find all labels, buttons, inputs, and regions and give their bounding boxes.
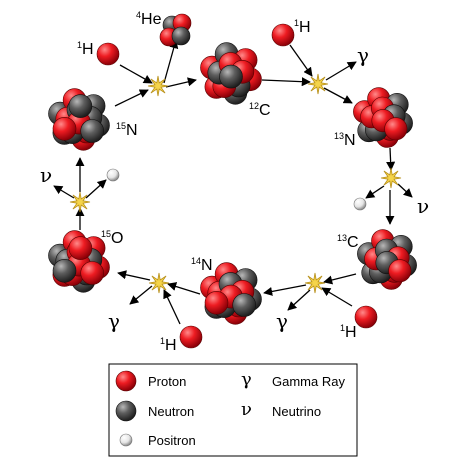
flash-2	[307, 73, 329, 95]
arrow-n15-to-flash1	[114, 89, 149, 107]
reaction-flashes	[69, 73, 402, 294]
gamma-symbol-3: γ	[108, 309, 120, 333]
proton-ball	[68, 236, 93, 260]
arrow-h1-to-flash4	[321, 287, 353, 307]
nucleus-c13	[357, 229, 417, 290]
flash-star-icon	[304, 272, 326, 294]
positron-2	[106, 168, 120, 182]
arrow-n13-to-flash3	[386, 147, 396, 171]
label-c13: 13C	[337, 233, 359, 251]
neutrino-symbol-1: ν	[417, 194, 429, 218]
flash-3	[380, 167, 402, 189]
legend-neutron-label: Neutron	[148, 404, 194, 419]
legend-proton-label: Proton	[148, 374, 186, 389]
arrow-h1-to-flash1	[119, 64, 153, 84]
label-h1-top: 1H	[77, 40, 94, 58]
legend-box	[108, 363, 358, 457]
proton-h1-bottom	[179, 325, 203, 349]
arrow-flash4-gamma	[287, 289, 311, 311]
legend-proton-swatch	[115, 370, 137, 392]
flash-6	[69, 191, 91, 213]
nucleus-n14	[200, 262, 262, 325]
reaction-arrows	[53, 39, 413, 325]
flash-star-icon	[147, 75, 169, 97]
nucleus-c12	[200, 42, 262, 105]
free-protons	[96, 23, 378, 349]
proton-ball	[384, 117, 408, 141]
legend: Proton Neutron Positron γ Gamma Ray ν Ne…	[108, 363, 358, 457]
arrow-flash6-positron	[85, 179, 107, 199]
label-h1-right: 1H	[340, 323, 357, 341]
neutron-ball	[80, 119, 104, 143]
gamma-symbol-2: γ	[276, 309, 288, 333]
label-he4: 4He	[136, 10, 162, 28]
arrow-flash4-to-n14	[263, 284, 307, 296]
arrow-h1-to-flash5	[163, 289, 181, 325]
positron-1	[353, 197, 367, 211]
proton-ball	[52, 117, 77, 141]
arrow-flash5-gamma	[129, 285, 153, 305]
flash-star-icon	[69, 191, 91, 213]
label-h1-topright: 1H	[294, 18, 311, 36]
neutron-ball	[68, 94, 93, 118]
positrons	[106, 168, 367, 211]
neutron-ball	[232, 293, 256, 317]
nucleus-n15	[48, 88, 110, 151]
arrow-flash1-to-c12	[165, 77, 197, 88]
arrow-c13-to-flash4	[323, 273, 357, 285]
label-h1-bottom: 1H	[160, 336, 177, 354]
arrow-flash5-to-o15	[117, 270, 151, 281]
flash-star-icon	[380, 167, 402, 189]
proton-ball	[204, 290, 229, 315]
proton-h1-top	[96, 42, 120, 66]
flash-star-icon	[307, 73, 329, 95]
legend-gamma-label: Gamma Ray	[272, 374, 345, 389]
legend-neutron-swatch	[115, 400, 137, 422]
legend-neutrino-symbol: ν	[241, 399, 252, 420]
arrow-h1-to-flash2	[289, 44, 313, 77]
label-n14: 14N	[191, 256, 213, 274]
gamma-symbol-1: γ	[357, 43, 369, 67]
neutrino-symbol-2: ν	[40, 163, 52, 187]
arrow-flash6-neutrino	[53, 185, 75, 199]
nucleus-he4	[159, 13, 192, 47]
label-n15: 15N	[116, 121, 138, 139]
legend-positron-swatch	[119, 433, 133, 447]
arrow-flash1-to-he4	[163, 39, 179, 84]
proton-h1-topright	[271, 23, 295, 47]
neutron-ball	[52, 258, 77, 283]
arrow-c12-to-flash2	[261, 77, 311, 87]
arrow-flash2-gamma	[325, 61, 357, 81]
proton-ball	[388, 259, 412, 283]
neutron-ball	[171, 26, 191, 46]
flash-4	[304, 272, 326, 294]
label-n13: 13N	[334, 131, 356, 149]
neutron-ball	[219, 64, 243, 89]
nucleus-n13	[353, 87, 413, 148]
legend-gamma-symbol: γ	[241, 369, 252, 390]
legend-positron-label: Positron	[148, 433, 196, 448]
arrow-flash3-positron	[365, 185, 385, 199]
flash-star-icon	[148, 272, 170, 294]
label-o15: 15O	[101, 229, 123, 247]
proton-h1-right	[354, 305, 378, 329]
nuclei	[48, 13, 417, 349]
flash-5	[148, 272, 170, 294]
arrow-flash2-to-n13	[323, 87, 353, 104]
proton-ball	[80, 261, 104, 285]
legend-neutrino-label: Neutrino	[272, 404, 321, 419]
label-c12: 12C	[249, 101, 271, 119]
arrow-n14-to-flash5	[167, 282, 201, 295]
flash-1	[147, 75, 169, 97]
nucleus-o15	[48, 230, 110, 293]
arrow-flash3-neutrino	[397, 183, 413, 198]
